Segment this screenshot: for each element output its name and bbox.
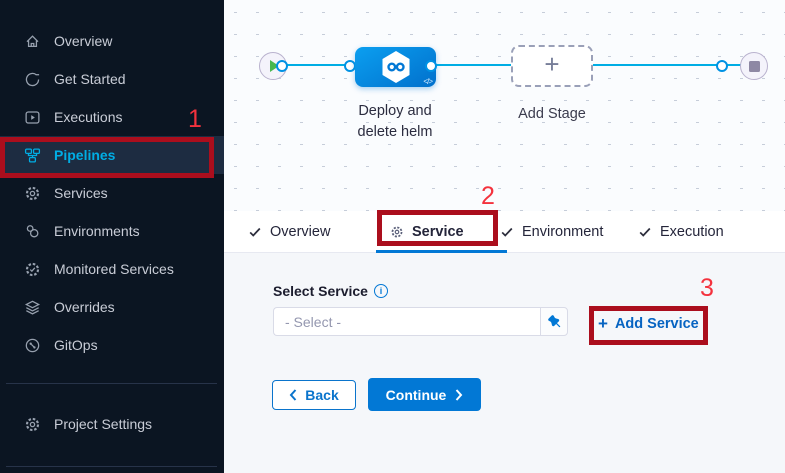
gitops-icon <box>25 338 40 352</box>
sidebar-item-overrides[interactable]: Overrides <box>0 288 224 326</box>
home-icon <box>26 34 39 47</box>
back-button[interactable]: Back <box>272 380 356 410</box>
add-service-label: Add Service <box>614 316 699 332</box>
sidebar-item-label: Executions <box>54 109 123 125</box>
layers-icon <box>24 300 41 315</box>
connector-port[interactable] <box>424 60 437 72</box>
annotation-number-2: 2 <box>481 182 495 210</box>
select-placeholder: - Select - <box>285 313 342 330</box>
stage-node-deploy-and-delete-helm[interactable]: </> <box>355 47 436 87</box>
check-icon <box>639 227 651 237</box>
sidebar-nav: Overview Get Started Executions Pipeline… <box>0 0 224 473</box>
annotation-number-3: 3 <box>700 274 714 302</box>
stage-name-label: Deploy and delete helm <box>357 103 433 140</box>
stop-icon <box>748 60 760 72</box>
sidebar-item-executions[interactable]: Executions <box>0 98 224 136</box>
plus-icon: + <box>598 314 608 333</box>
connector-port[interactable] <box>343 60 356 72</box>
annotation-box-pipelines <box>0 137 214 178</box>
sidebar-item-pipelines[interactable]: Pipelines <box>0 136 224 174</box>
gear-icon <box>391 226 403 238</box>
check-icon <box>501 227 513 237</box>
monitored-gear-icon <box>25 262 40 276</box>
sidebar-item-overview[interactable]: Overview <box>0 22 224 60</box>
gear-icon <box>25 417 40 431</box>
add-service-button[interactable]: + Add Service <box>598 314 699 334</box>
tab-label: Environment <box>522 224 604 240</box>
tab-label: Execution <box>660 224 724 240</box>
service-tab-panel: Select Service i - Select - + Add Servic… <box>224 253 785 473</box>
sidebar-item-monitored-services[interactable]: Monitored Services <box>0 250 224 288</box>
service-select-group: - Select - <box>273 307 568 336</box>
pin-button[interactable] <box>540 307 568 336</box>
back-label: Back <box>305 387 339 403</box>
tab-label: Overview <box>270 224 331 240</box>
service-select-dropdown[interactable]: - Select - <box>273 307 540 336</box>
annotation-number-1: 1 <box>188 105 202 133</box>
check-icon <box>249 227 261 237</box>
tab-environment[interactable]: Environment <box>500 211 603 253</box>
stage-tab-bar: Overview Service Environment Execution <box>224 211 785 253</box>
cd-infinity-icon <box>382 51 409 83</box>
sidebar-item-label: Monitored Services <box>54 261 174 277</box>
annotation-box-add-service <box>589 306 708 345</box>
connector-port[interactable] <box>275 60 288 72</box>
plus-icon: + <box>544 49 560 79</box>
sidebar-item-label: Overrides <box>54 299 115 315</box>
select-service-label: Select Service <box>273 283 368 299</box>
active-tab-underline <box>376 250 507 253</box>
executions-icon <box>25 110 40 124</box>
pipelines-icon <box>24 147 41 163</box>
code-icon: </> <box>423 77 433 86</box>
sidebar-item-label: Project Settings <box>54 416 153 432</box>
environments-icon <box>26 224 39 237</box>
tab-execution[interactable]: Execution <box>638 211 724 253</box>
sidebar-item-services[interactable]: Services <box>0 174 224 212</box>
sidebar-item-get-started[interactable]: Get Started <box>0 60 224 98</box>
tab-service[interactable]: Service <box>390 211 464 253</box>
sidebar-divider <box>6 383 217 384</box>
chevron-right-icon <box>456 388 463 401</box>
sidebar-item-label: Environments <box>54 223 140 239</box>
tab-overview[interactable]: Overview <box>248 211 330 253</box>
continue-label: Continue <box>385 386 447 403</box>
pipeline-end-node[interactable] <box>740 52 768 80</box>
sidebar-item-environments[interactable]: Environments <box>0 212 224 250</box>
connector-port[interactable] <box>715 60 728 72</box>
add-stage-label: Add Stage <box>518 106 586 122</box>
sidebar-divider <box>6 466 217 467</box>
tab-label: Service <box>412 224 464 240</box>
sidebar-item-label: Overview <box>54 33 113 49</box>
get-started-icon <box>25 72 40 86</box>
sidebar-item-project-settings[interactable]: Project Settings <box>0 405 224 443</box>
gear-icon <box>25 186 40 200</box>
pipeline-canvas: </> Deploy and delete helm + Add Stage <box>224 0 785 211</box>
continue-button[interactable]: Continue <box>368 378 481 411</box>
play-icon <box>270 60 279 72</box>
info-icon[interactable]: i <box>373 284 388 298</box>
annotation-box-service-tab <box>377 210 498 246</box>
sidebar-item-label: Pipelines <box>54 147 116 163</box>
pin-icon <box>547 315 560 328</box>
sidebar-item-label: GitOps <box>54 337 98 353</box>
add-stage-button[interactable]: + <box>511 45 593 87</box>
sidebar-item-label: Services <box>54 185 108 201</box>
chevron-left-icon <box>289 389 297 401</box>
sidebar-item-label: Get Started <box>54 71 126 87</box>
sidebar-item-gitops[interactable]: GitOps <box>0 326 224 364</box>
